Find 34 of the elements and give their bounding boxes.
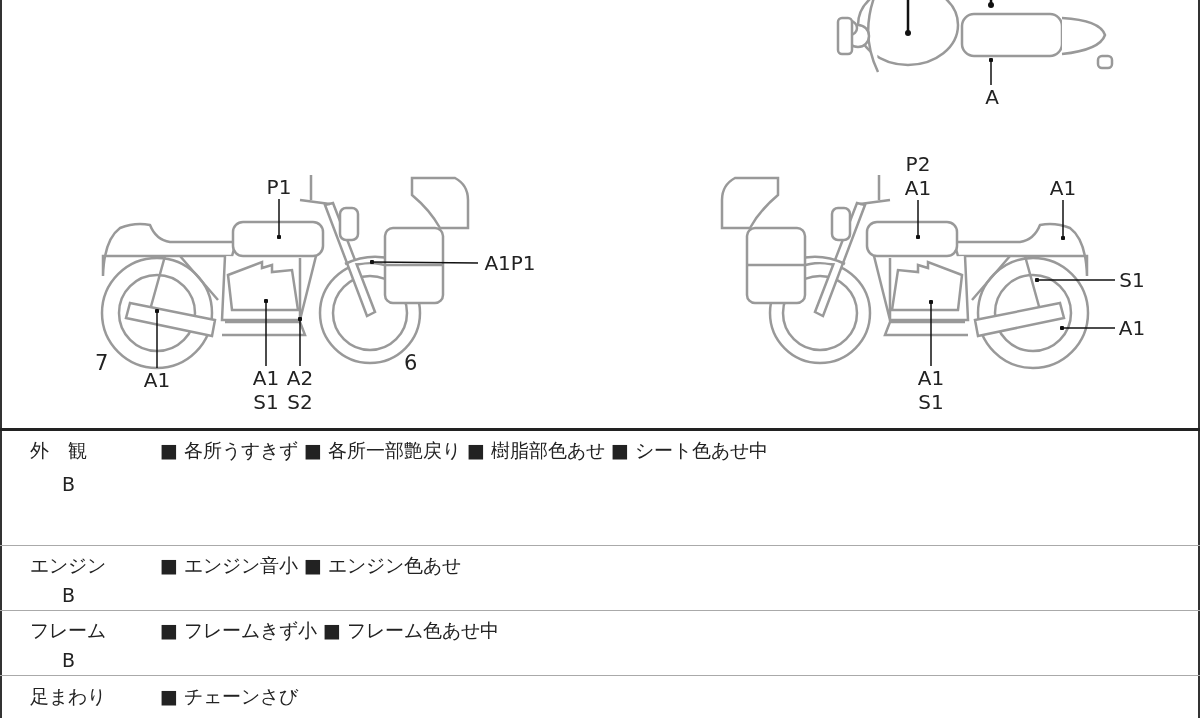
leader-line	[263, 298, 269, 367]
leader-line	[297, 316, 303, 367]
finding-text: ■ エンジン音小 ■ エンジン色あせ	[160, 553, 462, 577]
finding-text: ■ チェーンさび	[160, 684, 298, 708]
callout-label: A1	[1117, 316, 1147, 340]
category-label: エンジン	[30, 553, 106, 577]
leader-line	[1060, 199, 1066, 241]
callout-label: P1	[264, 175, 294, 199]
callout-label: A1P1	[480, 251, 540, 275]
finding-text: ■ 各所うすきず ■ 各所一部艶戻り ■ 樹脂部色あせ ■ シート色あせ中	[160, 438, 769, 462]
callout-label: A2 S2	[285, 366, 315, 414]
callout-label: S1	[1117, 268, 1147, 292]
category-label: 足まわり	[30, 684, 106, 708]
callout-label: P2 A1	[903, 152, 933, 200]
finding-text: ■ フレームきず小 ■ フレーム色あせ中	[160, 618, 500, 642]
grade-label: B	[62, 648, 76, 672]
callout-label: A	[978, 85, 1006, 109]
callout-label: A1 S1	[251, 366, 281, 414]
leader-line	[369, 259, 479, 265]
callout-label: A1	[142, 368, 172, 392]
leader-line	[988, 57, 994, 86]
leader-line	[1059, 325, 1116, 331]
callout-number: 7	[95, 351, 109, 375]
callout-label: A1 S1	[916, 366, 946, 414]
callout-number: 6	[404, 351, 418, 375]
grade-label: B	[62, 583, 76, 607]
leader-line	[928, 299, 934, 367]
callout-label: A1	[1048, 176, 1078, 200]
category-label: 外 観	[30, 438, 87, 462]
leader-line	[915, 199, 921, 240]
leader-line	[276, 198, 282, 240]
grade-label: B	[62, 472, 76, 496]
leader-line	[1034, 277, 1116, 283]
category-label: フレーム	[30, 618, 106, 642]
